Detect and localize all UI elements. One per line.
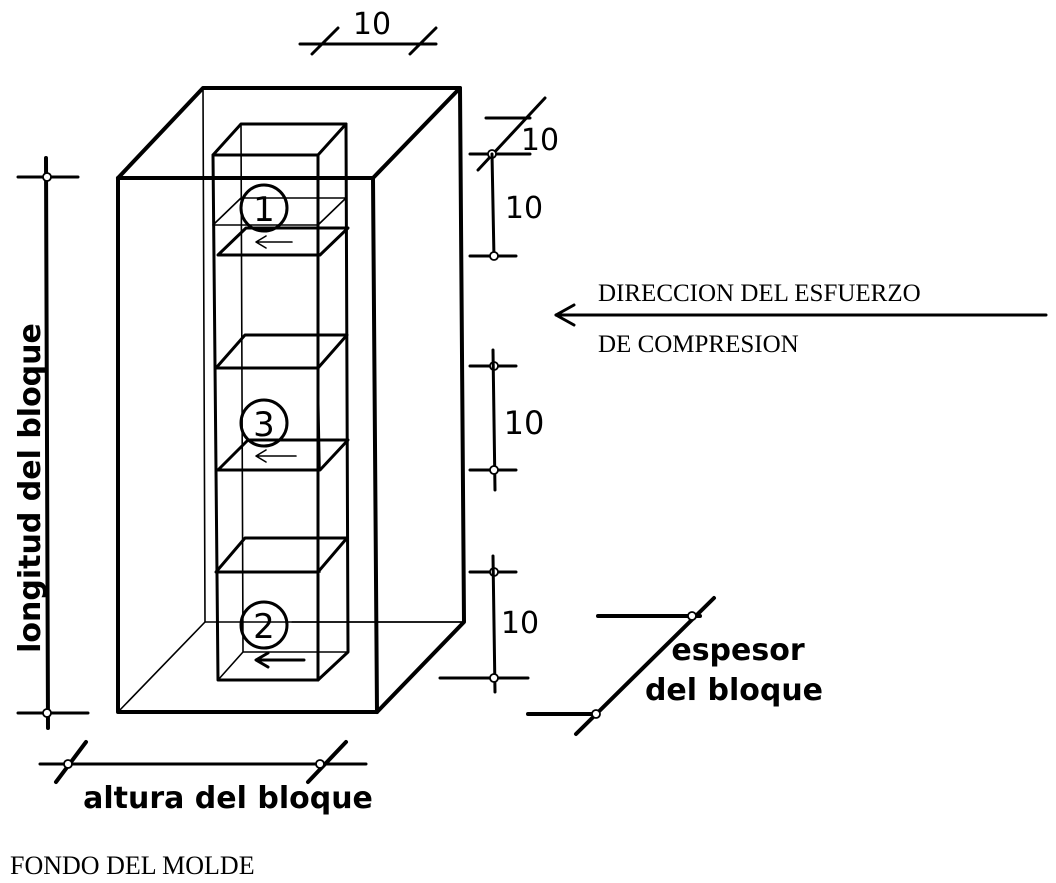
specimen-label-3: 3 — [253, 405, 275, 445]
dim-seg1-line — [490, 152, 496, 260]
cube-3-front-edges — [215, 367, 321, 471]
column-right-edge — [316, 122, 350, 682]
specimen-marker-3: 3 — [239, 398, 297, 463]
column-top-face — [211, 122, 348, 157]
dim-right-3-value: 10 — [501, 606, 539, 641]
dim-length-dot-bottom — [42, 708, 52, 718]
dim-rt-tick — [476, 96, 547, 172]
specimen-label-1: 1 — [253, 190, 275, 230]
specimen-circle-2 — [239, 600, 289, 650]
dim-top-width: 10 — [298, 7, 438, 56]
dim-block-length: longitud del bloque — [13, 156, 90, 730]
cube-1-top — [212, 197, 347, 226]
cube-1-bottom — [216, 226, 350, 257]
specimen-column — [211, 122, 465, 682]
dim-block-thickness: espesor del bloque — [526, 596, 823, 736]
direction-label-line2: DE COMPRESION — [598, 331, 799, 358]
specimen-circle-1 — [239, 183, 289, 233]
specimen-marker-2: 2 — [239, 600, 306, 669]
dim-right-top-value: 10 — [521, 123, 559, 158]
block-top-face — [116, 86, 462, 180]
column-hidden-edges — [217, 123, 349, 681]
outer-block — [116, 86, 466, 714]
block-front-face — [116, 176, 379, 714]
cube-2-top — [214, 536, 349, 574]
compression-arrow-head — [554, 303, 576, 327]
dim-seg3-line — [491, 554, 497, 694]
direction-label-line1: DIRECCION DEL ESFUERZO — [598, 280, 921, 307]
dim-seg1-dot — [489, 251, 499, 261]
cube-3-bottom — [216, 438, 350, 472]
dim-height-dot-left — [63, 759, 73, 769]
block-length-label: longitud del bloque — [13, 323, 48, 653]
block-hidden-edges — [117, 87, 206, 713]
thickness-label-line2: del bloque — [645, 673, 823, 708]
dim-block-height: altura del bloque — [38, 740, 373, 816]
dim-length-line — [44, 156, 50, 730]
specimen-arrow-1 — [255, 235, 293, 249]
dim-seg2-dot-b — [489, 465, 499, 475]
dim-height-ticks — [54, 740, 348, 784]
thickness-label-line1: espesor — [671, 633, 804, 668]
dim-right-2-value: 10 — [504, 404, 545, 442]
dim-length-dot-top — [42, 172, 52, 182]
block-right-face — [375, 86, 466, 714]
cube-3-top — [214, 333, 349, 370]
dim-height-dot-right — [315, 759, 325, 769]
dim-top-value: 10 — [353, 7, 391, 42]
specimen-arrow-2 — [254, 651, 306, 669]
mold-bottom-caption: FONDO DEL MOLDE — [10, 851, 255, 880]
dim-thick-dot-top — [687, 611, 697, 621]
dim-right-chain: 10 10 10 10 — [438, 96, 559, 694]
specimen-marker-1: 1 — [239, 183, 293, 249]
block-height-label: altura del bloque — [83, 781, 373, 816]
specimen-arrow-3 — [255, 449, 297, 463]
dim-right-1-value: 10 — [505, 191, 543, 226]
specimen-circle-3 — [239, 398, 289, 448]
dim-thick-dot-bottom — [591, 709, 601, 719]
dim-seg3-dot-b — [489, 673, 499, 683]
column-front — [211, 153, 320, 682]
compression-direction: DIRECCION DEL ESFUERZO DE COMPRESION — [554, 280, 1048, 358]
dim-top-ticks — [310, 26, 438, 56]
specimen-label-2: 2 — [253, 607, 275, 647]
